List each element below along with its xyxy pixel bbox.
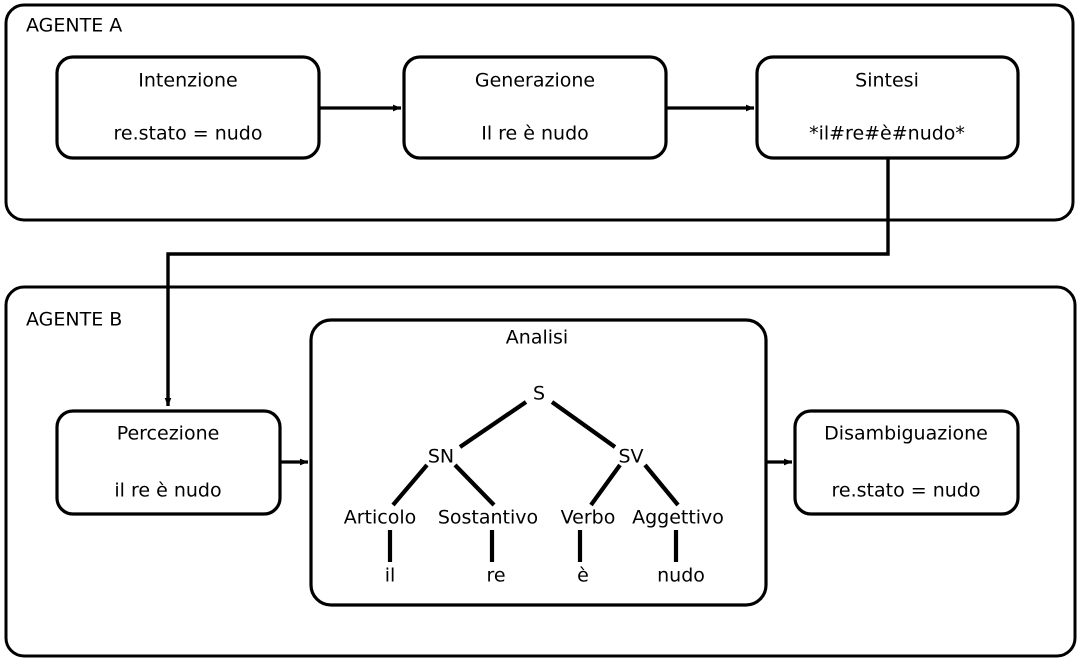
intenzione-title: Intenzione — [138, 69, 238, 92]
agent-a-title: AGENTE A — [26, 14, 123, 37]
tree-edge-sv-verbo — [589, 463, 622, 507]
box-intenzione[interactable] — [55, 55, 321, 160]
tree-node-sn: SN — [427, 445, 455, 468]
agent-a-container — [4, 3, 1075, 222]
tree-edge-sv-aggettivo — [643, 463, 680, 507]
intenzione-subtitle: re.stato = nudo — [113, 122, 263, 145]
sintesi-subtitle: *il#re#è#nudo* — [809, 122, 965, 145]
sintesi-title: Sintesi — [855, 69, 919, 92]
disambiguazione-subtitle: re.stato = nudo — [831, 479, 981, 502]
tree-node-s: S — [532, 382, 546, 405]
agent-b-title: AGENTE B — [26, 308, 123, 331]
tree-edge-sn-articolo — [391, 463, 429, 507]
tree-pos-articolo: Articolo — [343, 506, 417, 529]
tree-edge-s-sv — [550, 400, 617, 449]
tree-word-il: il — [384, 564, 396, 587]
percezione-title: Percezione — [116, 422, 220, 445]
tree-pos-verbo: Verbo — [560, 506, 616, 529]
analisi-title: Analisi — [505, 326, 569, 349]
disambiguazione-title: Disambiguazione — [824, 422, 988, 445]
generazione-title: Generazione — [474, 69, 596, 92]
tree-word-re: re — [486, 564, 506, 587]
tree-pos-aggettivo: Aggettivo — [632, 506, 724, 529]
generazione-subtitle: Il re è nudo — [481, 122, 589, 145]
box-generazione[interactable] — [402, 55, 668, 160]
tree-pos-sostantivo: Sostantivo — [437, 506, 539, 529]
tree-node-sv: SV — [618, 445, 644, 468]
box-disambiguazione[interactable] — [793, 409, 1020, 516]
arrow-sintesi-percezione — [164, 159, 890, 407]
box-sintesi[interactable] — [755, 55, 1020, 160]
parse-tree-edges — [387, 400, 680, 562]
agent-b-container — [4, 285, 1077, 658]
box-percezione[interactable] — [55, 409, 282, 516]
tree-edge-s-sn — [458, 400, 528, 449]
tree-edge-sn-sostantivo — [453, 463, 496, 507]
box-analisi-group[interactable] — [309, 318, 768, 607]
tree-word-nudo: nudo — [657, 564, 705, 587]
percezione-subtitle: il re è nudo — [114, 479, 222, 502]
tree-word-e: è — [577, 564, 589, 587]
